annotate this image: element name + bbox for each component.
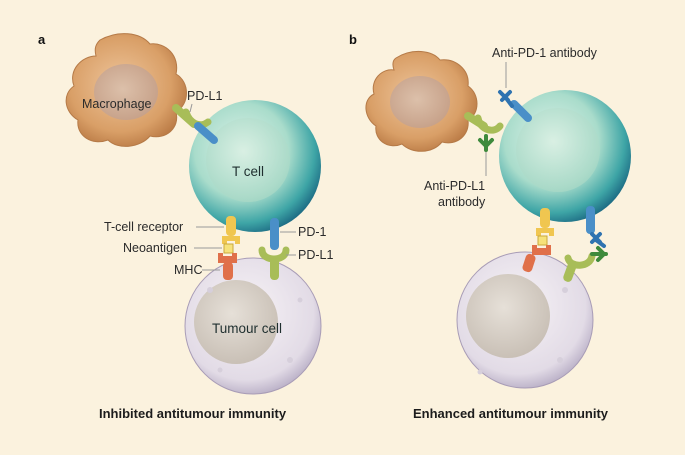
pdl1-top-leader xyxy=(189,103,193,113)
macrophage-cell xyxy=(65,33,187,147)
panel-a: a xyxy=(38,32,333,421)
tcell-receptor-label: T-cell receptor xyxy=(104,220,183,234)
pdl1-tumour-b xyxy=(563,246,608,282)
panel-a-caption: Inhibited antitumour immunity xyxy=(99,406,287,421)
pd1-pdl1-bottom xyxy=(258,218,290,280)
tcr-mhc-complex xyxy=(218,216,240,280)
tumour-label: Tumour cell xyxy=(212,321,282,336)
tumour-cell xyxy=(184,257,322,395)
tcell-label: T cell xyxy=(232,164,264,179)
mhc-label: MHC xyxy=(174,263,202,277)
pdl1-bottom-label: PD-L1 xyxy=(298,248,333,262)
macrophage-cell-b xyxy=(365,51,478,152)
panel-b-caption: Enhanced antitumour immunity xyxy=(413,406,609,421)
anti-pd1-label: Anti-PD-1 antibody xyxy=(492,46,598,60)
t-cell xyxy=(189,100,321,232)
pd1-label: PD-1 xyxy=(298,225,327,239)
pd1-tcell-top xyxy=(194,122,218,144)
pd1-top-b xyxy=(498,90,532,122)
pdl1-macrophage-b xyxy=(464,112,504,152)
t-cell-b xyxy=(499,90,631,222)
macrophage-label: Macrophage xyxy=(82,97,152,111)
neoantigen-label: Neoantigen xyxy=(123,241,187,255)
panel-a-letter: a xyxy=(38,32,46,47)
pdl1-top-label: PD-L1 xyxy=(187,89,222,103)
pd1-bottom-b xyxy=(586,206,606,248)
tumour-cell-b xyxy=(456,251,594,389)
anti-pdl1-label-line1: Anti-PD-L1 xyxy=(424,179,485,193)
pdl1-macrophage xyxy=(172,104,212,129)
panel-b: b xyxy=(349,32,631,421)
panel-b-letter: b xyxy=(349,32,357,47)
anti-pdl1-label-line2: antibody xyxy=(438,195,486,209)
tcr-mhc-complex-b xyxy=(522,208,554,273)
